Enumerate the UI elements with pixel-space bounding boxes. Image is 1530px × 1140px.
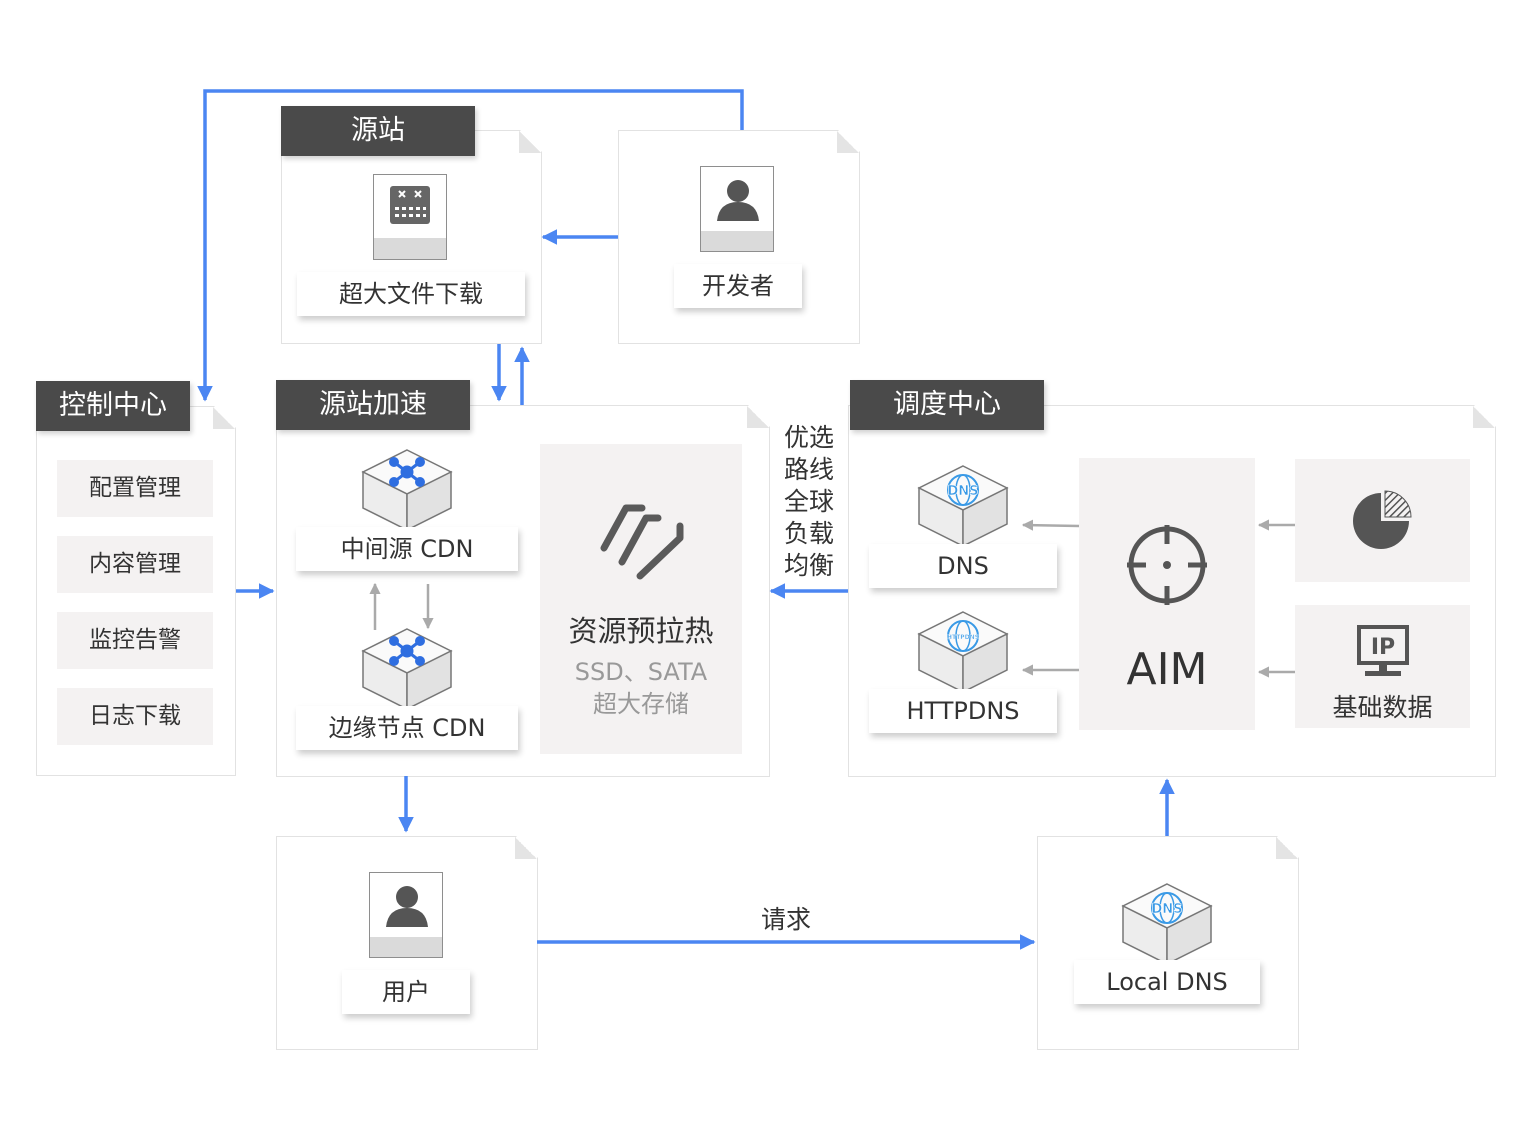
- aim-label: AIM: [1126, 644, 1208, 695]
- user-avatar-icon: [369, 872, 443, 958]
- preheat-title: 资源预拉热: [568, 614, 714, 648]
- local-dns-badge-text: DNS: [1151, 902, 1182, 917]
- preheat-box: [540, 444, 742, 754]
- dispatch-center-tag: 调度中心: [850, 380, 1044, 430]
- local-dns-label: Local DNS: [1074, 960, 1260, 1004]
- dns-badge-text: DNS: [947, 484, 978, 499]
- mid-cdn-label: 中间源 CDN: [296, 527, 518, 571]
- side-text-line-1: 优选: [783, 423, 834, 452]
- developer-avatar-icon: [700, 166, 774, 252]
- ip-monitor-icon: IP: [1355, 624, 1411, 680]
- origin-acceleration-tag: 源站加速: [276, 380, 470, 430]
- httpdns-globe-node-icon: HTTPDNS: [916, 610, 1010, 694]
- httpdns-badge-text: HTTPDNS: [947, 634, 979, 641]
- ip-badge-text: IP: [1371, 635, 1395, 660]
- dns-globe-node-icon: DNS: [916, 464, 1010, 548]
- menu-monitoring-alerts[interactable]: 监控告警: [57, 612, 213, 669]
- side-text-line-3: 全球: [783, 487, 834, 516]
- request-label: 请求: [760, 905, 811, 934]
- side-text-line-2: 路线: [783, 455, 834, 484]
- side-text-line-5: 均衡: [783, 551, 834, 580]
- analytics-box: [1295, 459, 1470, 582]
- edge-cdn-node-icon: [360, 627, 454, 711]
- user-label: 用户: [342, 970, 470, 1014]
- server-icon: [373, 174, 447, 260]
- menu-log-download[interactable]: 日志下载: [57, 688, 213, 745]
- base-data-label: 基础数据: [1332, 693, 1433, 722]
- preheat-large-storage: 超大存储: [593, 690, 689, 718]
- source-tag: 源站: [281, 106, 475, 156]
- menu-config-management[interactable]: 配置管理: [57, 460, 213, 517]
- pie-chart-icon: [1352, 490, 1414, 552]
- httpdns-label: HTTPDNS: [869, 689, 1057, 733]
- mid-cdn-node-icon: [360, 448, 454, 532]
- side-text-line-4: 负载: [783, 519, 834, 548]
- local-dns-globe-node-icon: DNS: [1120, 882, 1214, 966]
- edge-cdn-label: 边缘节点 CDN: [296, 706, 518, 750]
- crosshair-icon: [1124, 522, 1210, 608]
- large-file-download-label: 超大文件下载: [297, 272, 525, 316]
- control-center-tag: 控制中心: [36, 381, 190, 431]
- menu-content-management[interactable]: 内容管理: [57, 536, 213, 593]
- developer-label: 开发者: [674, 264, 802, 308]
- layers-icon: [596, 496, 686, 584]
- dns-label: DNS: [869, 544, 1057, 588]
- preheat-storage-types: SSD、SATA: [574, 658, 708, 686]
